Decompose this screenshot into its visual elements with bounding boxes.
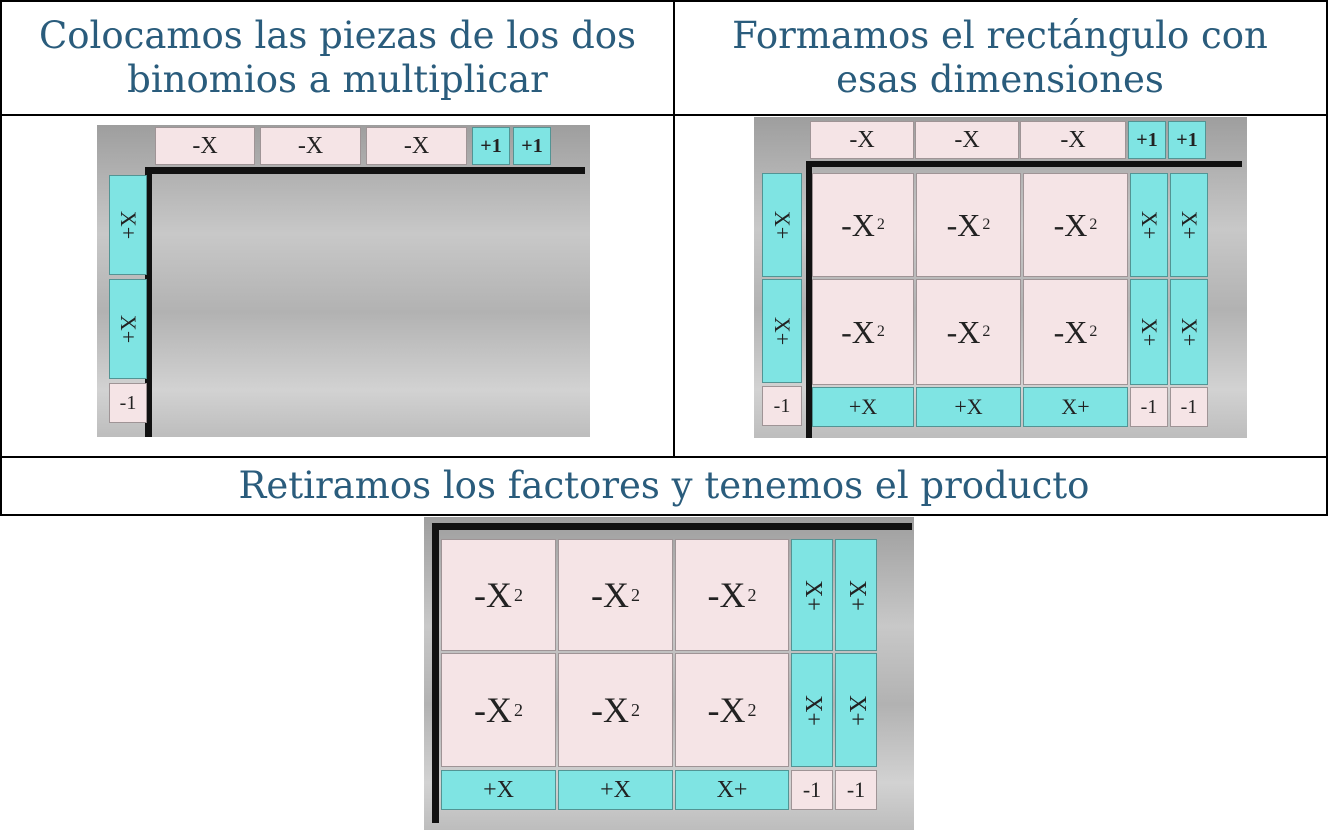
tile-pos-one: +1 — [1168, 121, 1206, 159]
axis-horizontal — [145, 167, 585, 174]
tile-pos-one: +1 — [472, 127, 510, 165]
tile-neg-one: -1 — [762, 386, 802, 426]
tile-pos-x: X+ — [835, 539, 877, 651]
tile-pos-x-horizontal: +X — [441, 770, 556, 810]
axis-horizontal — [432, 523, 912, 530]
border-left-row2 — [0, 456, 2, 516]
panel2-title: Formamos el rectángulo con esas dimensio… — [732, 14, 1268, 101]
border-top — [0, 0, 1328, 2]
tile-neg-one: -1 — [835, 770, 877, 810]
tile-pos-x: X+ — [109, 279, 147, 379]
tile-pos-x: X+ — [762, 279, 802, 383]
tile-pos-one: +1 — [513, 127, 551, 165]
panel1-title: Colocamos las piezas de los dos binomios… — [38, 14, 637, 101]
tile-pos-x: X+ — [762, 173, 802, 277]
tile-pos-x: X+ — [1130, 279, 1168, 385]
border-right-row2 — [1326, 456, 1328, 516]
tile-neg-one: -1 — [109, 383, 147, 423]
tile-pos-x: X+ — [835, 653, 877, 767]
border-left-top — [0, 0, 2, 458]
tile-neg-x: -X — [260, 127, 361, 165]
tile-neg-x: -X — [155, 127, 255, 165]
tile-pos-x: X+ — [791, 539, 833, 651]
tile-neg-x: -X — [915, 121, 1019, 159]
tile-pos-x-horizontal: X+ — [1023, 387, 1128, 427]
tile-pos-x-horizontal: X+ — [675, 770, 789, 810]
border-mid-vertical — [673, 0, 675, 458]
tile-pos-x-horizontal: +X — [812, 387, 914, 427]
tile-neg-one: -1 — [1170, 387, 1208, 427]
tile-pos-x: X+ — [791, 653, 833, 767]
axis-vertical — [806, 161, 812, 438]
tile-neg-x: -X — [366, 127, 467, 165]
tile-pos-one: +1 — [1128, 121, 1166, 159]
tile-pos-x-horizontal: +X — [916, 387, 1021, 427]
border-row2-bottom — [0, 514, 1328, 516]
axis-vertical — [145, 167, 152, 437]
axis-horizontal — [806, 161, 1242, 167]
tile-pos-x: X+ — [1130, 173, 1168, 277]
tile-neg-one: -1 — [1130, 387, 1168, 427]
border-right-top — [1326, 0, 1328, 458]
border-header-bottom — [0, 114, 1328, 116]
photo-factors: -X -X -X +1 +1 X+ X+ -1 — [97, 125, 590, 437]
axis-vertical — [432, 523, 439, 823]
tile-pos-x: X+ — [1170, 173, 1208, 277]
tile-pos-x: X+ — [1170, 279, 1208, 385]
tile-pos-x-horizontal: +X — [558, 770, 673, 810]
border-row2-top — [0, 456, 1328, 458]
tile-neg-one: -1 — [791, 770, 833, 810]
panel3-title: Retiramos los factores y tenemos el prod… — [238, 464, 1090, 507]
tile-neg-x: -X — [810, 121, 914, 159]
tile-pos-x: X+ — [109, 175, 147, 275]
tile-neg-x: -X — [1020, 121, 1126, 159]
